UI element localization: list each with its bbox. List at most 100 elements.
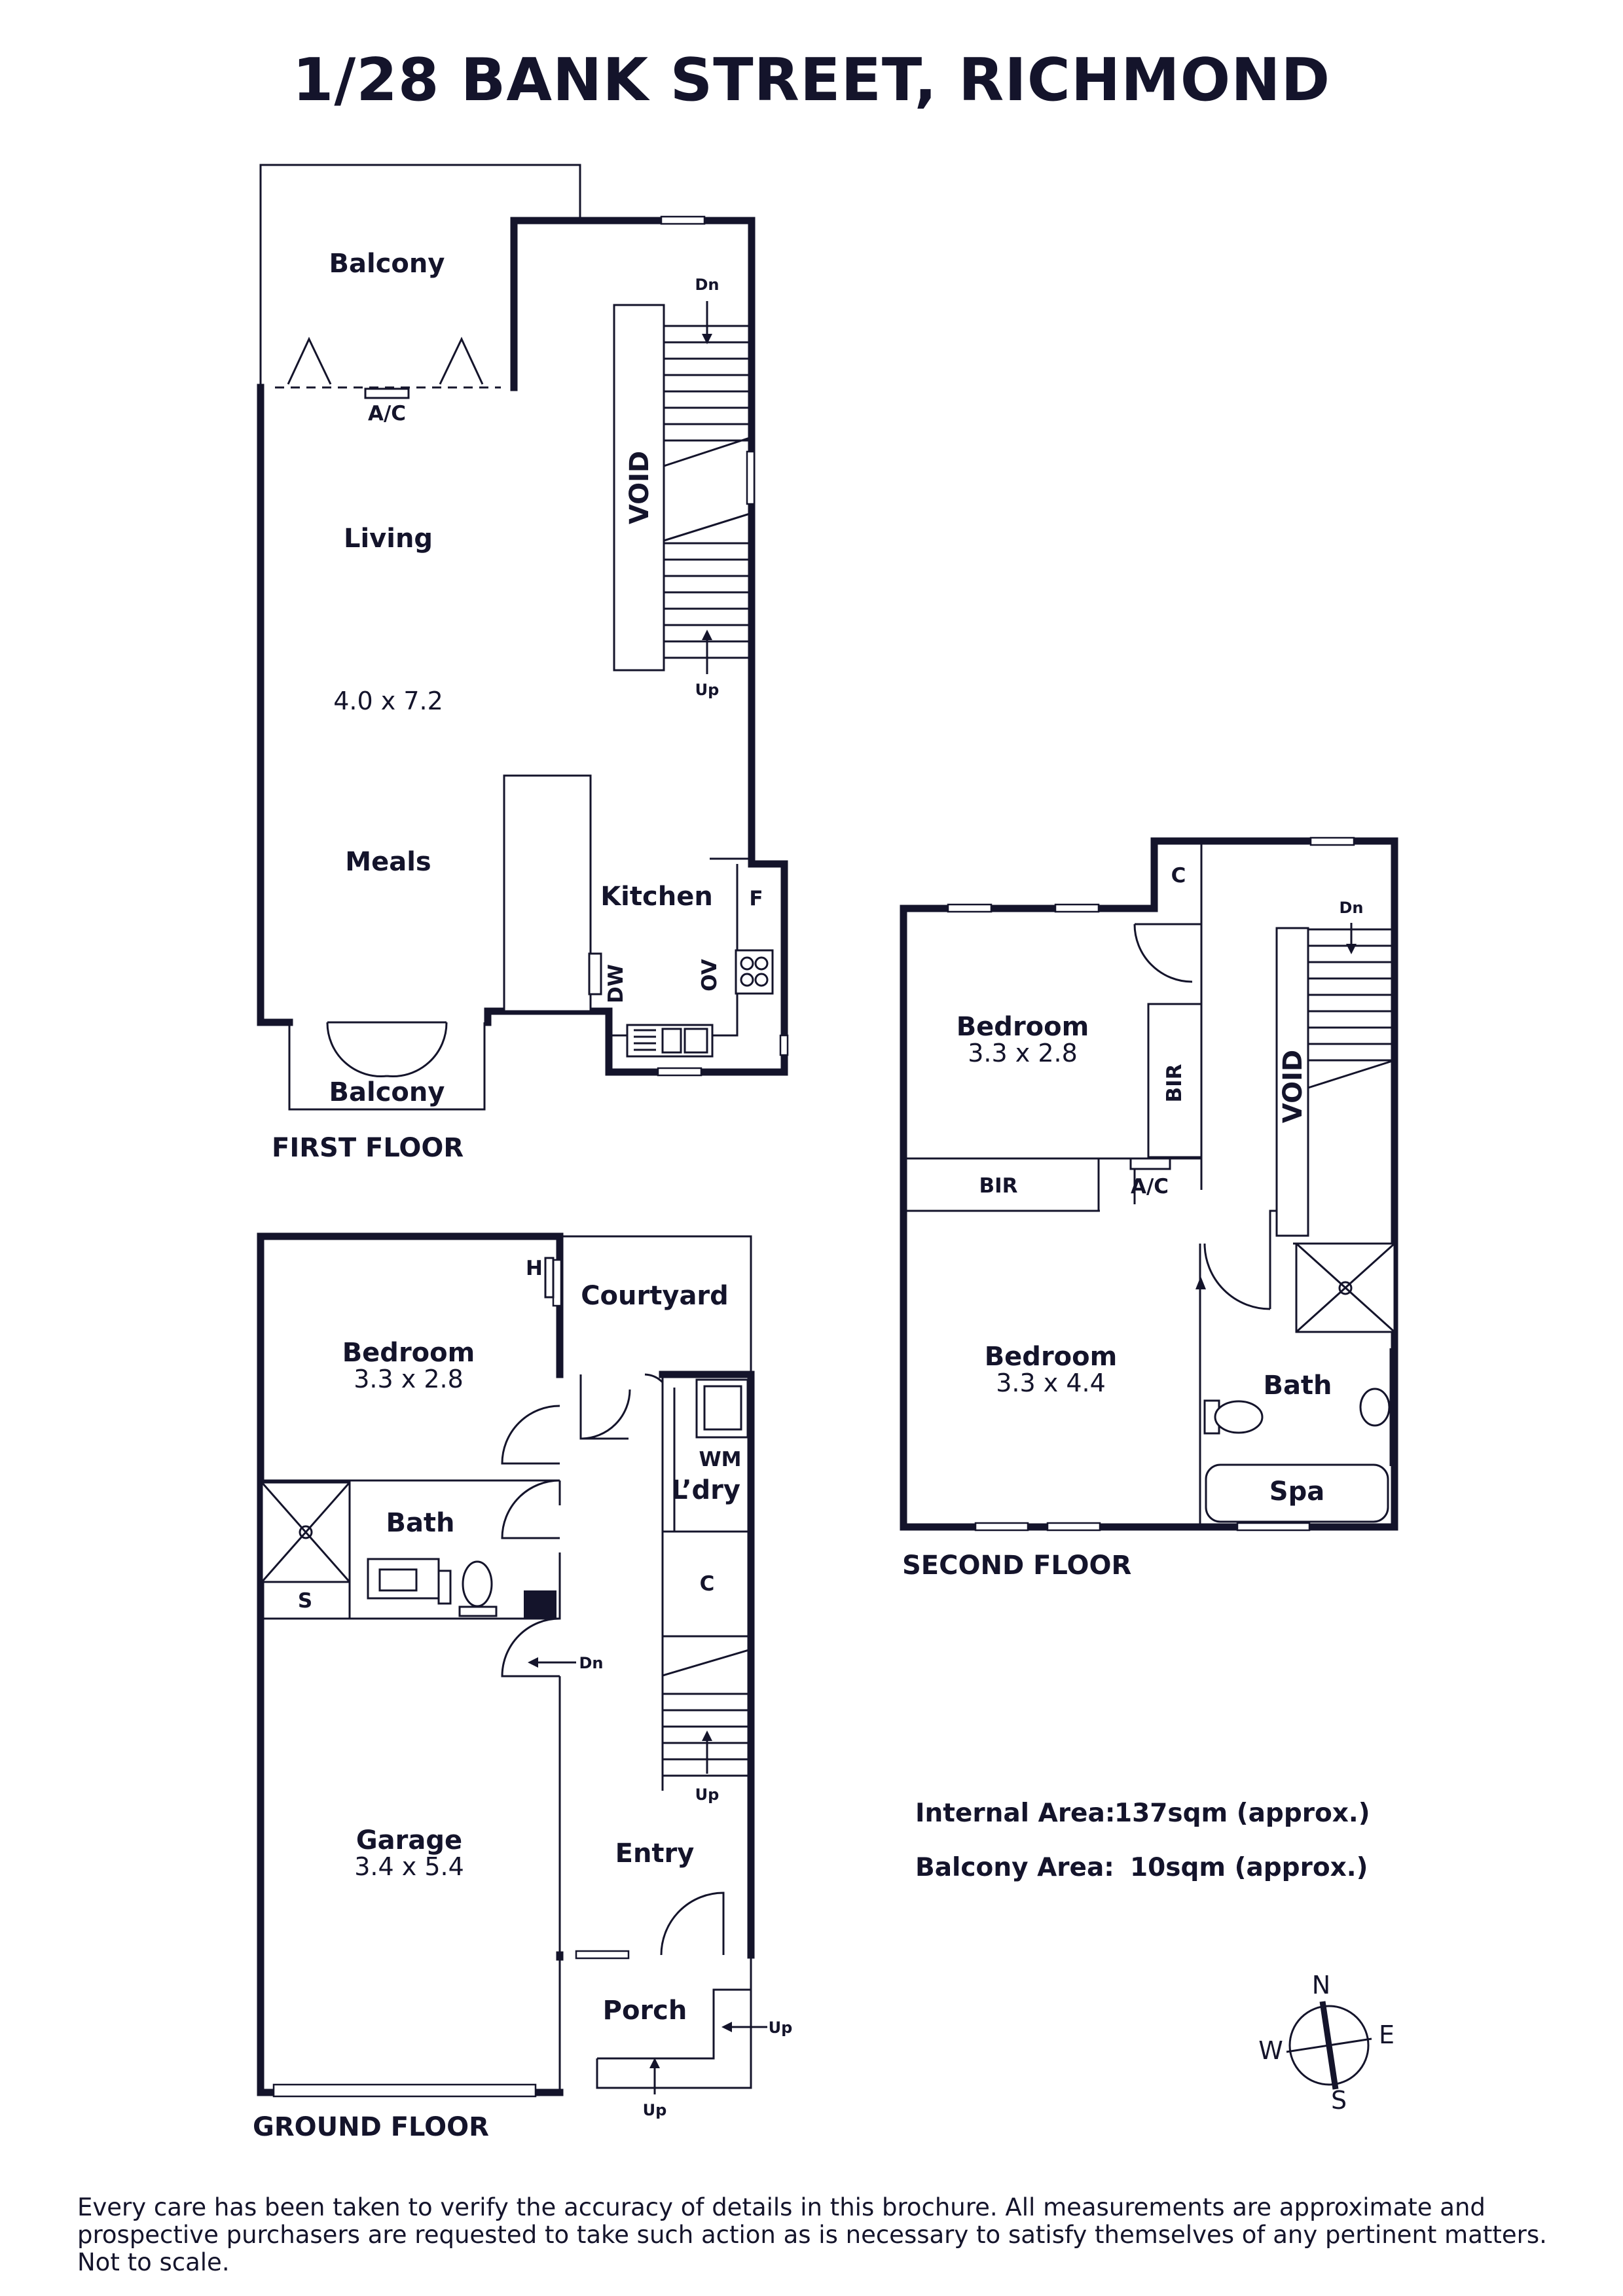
built-in-robe-vertical: [1147, 1003, 1203, 1158]
cupboard-wall: [1135, 844, 1203, 925]
oven-label: OV: [698, 959, 721, 992]
first-void-label: VOID: [625, 451, 655, 524]
second-void-label: VOID: [1278, 1050, 1308, 1123]
fridge-label: F: [749, 887, 763, 910]
first-ac-label: A/C: [368, 402, 406, 425]
toilet-bowl: [462, 1560, 493, 1607]
first-stair-up: Up: [695, 681, 720, 699]
laundry-label: L’dry: [671, 1475, 740, 1505]
window: [1309, 836, 1355, 846]
living-dimensions: 4.0 x 7.2: [333, 687, 443, 715]
porch-outline: [558, 1955, 752, 2092]
heater: [544, 1257, 555, 1299]
internal-area-value: 137sqm (approx.): [1114, 1799, 1370, 1828]
second-bath-label: Bath: [1263, 1371, 1332, 1401]
bedroom2-label: Bedroom: [985, 1342, 1118, 1372]
porch-label: Porch: [603, 1996, 687, 2026]
window: [974, 1522, 1029, 1532]
first-balcony-bottom-outline: [288, 1022, 486, 1111]
door-swing: [580, 1389, 631, 1440]
window: [657, 1067, 702, 1077]
window: [552, 1259, 562, 1307]
vanity: [367, 1558, 440, 1600]
ground-stair-up: Up: [695, 1785, 720, 1804]
window: [1054, 903, 1100, 913]
door-swing: [501, 1617, 560, 1677]
window: [1236, 1522, 1311, 1532]
spa-label: Spa: [1269, 1477, 1324, 1507]
compass-south: S: [1331, 2086, 1347, 2115]
door-swing: [501, 1479, 560, 1539]
ac-unit: [1129, 1157, 1171, 1170]
shower-niche: [262, 1581, 351, 1620]
first-wall-west: [257, 384, 293, 1026]
toilet-bowl: [1214, 1400, 1264, 1434]
garage-door: [272, 2083, 537, 2098]
ground-floor: H Courtyard Bedroom 3.3 x 2.8 WM L’dry B…: [253, 1232, 792, 2142]
bedroom-bath-wall: [261, 1479, 561, 1505]
window: [779, 1034, 789, 1056]
second-cupboard-label: C: [1171, 864, 1186, 888]
void-box: [1275, 927, 1309, 1237]
second-floor: C Dn Bedroom 3.3 x 2.8 BIR VOID BIR A/C …: [900, 836, 1398, 1581]
door-swing: [1203, 1243, 1271, 1310]
spa-bath: [1205, 1463, 1389, 1523]
courtyard-label: Courtyard: [581, 1281, 729, 1311]
ground-stair-dn: Dn: [579, 1654, 603, 1672]
window: [1046, 1522, 1101, 1532]
compass-north: N: [1312, 1971, 1330, 2000]
first-balcony-bottom-label: Balcony: [329, 1077, 445, 1107]
bedroom1-dimensions: 3.3 x 2.8: [968, 1039, 1078, 1067]
living-label: Living: [344, 524, 433, 554]
balcony-area-label: Balcony Area:: [915, 1853, 1114, 1882]
courtyard-outline: [560, 1235, 752, 1374]
dishwasher-label: DW: [604, 964, 628, 1003]
window: [575, 1950, 630, 1960]
entry-arrow: [1195, 1276, 1206, 1289]
heater-label: H: [526, 1257, 543, 1280]
bir-horizontal-label: BIR: [979, 1174, 1017, 1198]
bir-vertical-label: BIR: [1163, 1064, 1186, 1102]
cooktop: [735, 949, 774, 995]
bedroom2-dimensions: 3.3 x 4.4: [996, 1369, 1106, 1397]
void-box: [613, 304, 665, 672]
first-floor: Balcony A/C Living 4.0 x 7.2 Meals Kitch…: [257, 164, 789, 1163]
porch-step: [597, 1988, 751, 2060]
second-ac-label: A/C: [1131, 1175, 1169, 1198]
first-stair-dn: Dn: [695, 276, 719, 294]
garage-dimensions: 3.4 x 5.4: [354, 1852, 464, 1881]
ac-unit: [364, 387, 410, 399]
door-swing: [326, 1022, 448, 1077]
ground-bedroom-label: Bedroom: [342, 1338, 475, 1368]
first-balcony-outline: [259, 164, 581, 387]
second-floor-label: SECOND FLOOR: [902, 1551, 1131, 1581]
washing-machine-label: WM: [699, 1448, 741, 1471]
compass-west: W: [1258, 2036, 1283, 2065]
window: [660, 215, 706, 225]
balcony-area-value: 10sqm (approx.): [1130, 1853, 1368, 1882]
door-swing: [1133, 924, 1193, 983]
second-stairs: [1307, 923, 1395, 1089]
shower-label: S: [298, 1589, 312, 1613]
second-stair-dn: Dn: [1339, 899, 1363, 917]
porch-up-bottom: Up: [643, 2101, 667, 2119]
ground-floor-label: GROUND FLOOR: [253, 2112, 489, 2142]
page-title: 1/28 BANK STREET, RICHMOND: [292, 46, 1331, 115]
meals-label: Meals: [345, 847, 431, 877]
kitchen-island: [503, 774, 592, 1013]
second-outer-walls: [900, 837, 1398, 1531]
door-swing: [660, 1892, 725, 1956]
service-box: [524, 1590, 556, 1618]
compass-ring: [1288, 2005, 1370, 2086]
internal-area-label: Internal Area:: [915, 1799, 1115, 1828]
entry-label: Entry: [615, 1839, 695, 1869]
ground-bath-label: Bath: [386, 1508, 454, 1538]
disclaimer: Every care has been taken to verify the …: [77, 2193, 1547, 2276]
compass-east: E: [1379, 2020, 1395, 2049]
ground-cupboard-label: C: [700, 1572, 715, 1596]
window: [947, 903, 993, 913]
first-floor-label: FIRST FLOOR: [272, 1133, 464, 1163]
first-balcony-label: Balcony: [329, 249, 445, 279]
door-swing: [501, 1405, 560, 1465]
